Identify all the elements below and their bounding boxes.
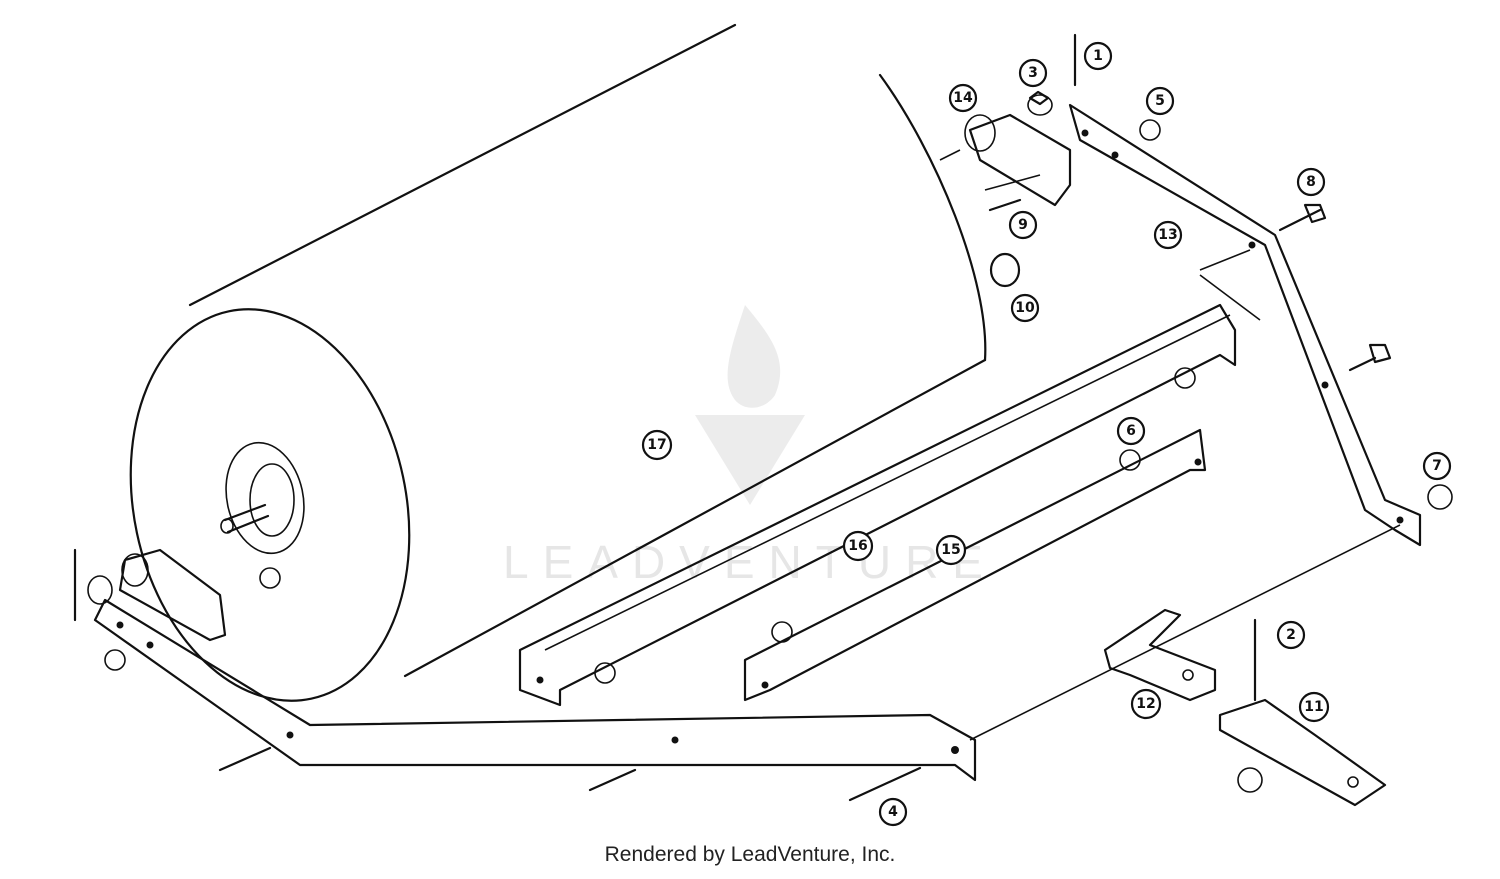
hex-bolt-icon xyxy=(988,198,1022,212)
hitch-plate-11 xyxy=(1218,618,1387,807)
side-bracket-13 xyxy=(1068,103,1422,547)
callout-label: 8 xyxy=(1306,174,1316,190)
washer-icon xyxy=(1139,119,1161,141)
callout-4: 4 xyxy=(878,797,908,827)
callout-9: 9 xyxy=(1008,210,1038,240)
rendered-by-caption: Rendered by LeadVenture, Inc. xyxy=(604,843,896,866)
callout-label: 12 xyxy=(1136,696,1155,712)
hex-bolt-icon xyxy=(218,746,272,772)
hex-bolt-icon xyxy=(1348,343,1392,372)
callout-12: 12 xyxy=(1130,688,1162,720)
roller-drum xyxy=(129,23,987,702)
callout-label: 2 xyxy=(1286,627,1296,643)
hex-bolt-icon xyxy=(848,766,922,802)
nut-icon xyxy=(1119,449,1141,471)
watermark-text: LEADVENTURE xyxy=(503,536,997,588)
callout-label: 13 xyxy=(1158,227,1177,243)
flange-nut-icon xyxy=(989,252,1021,288)
callout-label: 5 xyxy=(1155,93,1165,109)
nut-icon xyxy=(771,621,793,643)
callout-11: 11 xyxy=(1298,691,1330,723)
callout-label: 6 xyxy=(1126,423,1136,439)
left-bracket xyxy=(73,548,227,642)
callout-2: 2 xyxy=(1276,620,1306,650)
strap-15 xyxy=(743,428,1207,702)
callout-15: 15 xyxy=(935,534,967,566)
hex-bolt-icon xyxy=(1278,203,1327,232)
callout-8-top: 8 xyxy=(1296,167,1326,197)
hex-bolt-icon xyxy=(588,768,637,792)
nut-icon xyxy=(104,649,126,671)
bracket-14 xyxy=(939,94,1072,207)
callout-17: 17 xyxy=(641,429,673,461)
callout-13: 13 xyxy=(1153,220,1183,250)
nut-icon xyxy=(1427,484,1453,510)
nut-icon xyxy=(1174,367,1196,389)
leadventure-watermark: LEADVENTURE xyxy=(503,305,997,588)
callout-label: 15 xyxy=(941,542,960,558)
nut-icon xyxy=(594,662,616,684)
hardware xyxy=(104,33,1453,802)
callout-label: 4 xyxy=(888,804,898,820)
callout-label: 9 xyxy=(1018,217,1028,233)
hex-bolt-icon xyxy=(1028,90,1050,106)
callout-label: 10 xyxy=(1015,300,1035,316)
callout-14: 14 xyxy=(948,83,978,113)
watermark-v-icon xyxy=(695,415,805,505)
watermark-flame-icon xyxy=(727,305,781,408)
lower-frame xyxy=(93,524,1401,782)
channel-16 xyxy=(518,303,1237,707)
callout-1: 1 xyxy=(1083,41,1113,71)
callout-10: 10 xyxy=(1010,293,1040,323)
callout-label: 3 xyxy=(1028,65,1038,81)
callout-3: 3 xyxy=(1018,58,1048,88)
nut-icon xyxy=(259,567,281,589)
callout-label: 16 xyxy=(848,538,867,554)
callout-5: 5 xyxy=(1145,86,1175,116)
nut-icon xyxy=(1237,767,1263,793)
callout-label: 1 xyxy=(1093,48,1103,64)
callout-label: 7 xyxy=(1432,458,1442,474)
callout-7: 7 xyxy=(1422,451,1452,481)
callout-16: 16 xyxy=(842,530,874,562)
callout-label: 17 xyxy=(647,437,666,453)
hitch-bracket-12 xyxy=(1103,608,1217,702)
callout-6: 6 xyxy=(1116,416,1146,446)
callout-label: 14 xyxy=(953,90,973,106)
callout-label: 11 xyxy=(1304,699,1323,715)
